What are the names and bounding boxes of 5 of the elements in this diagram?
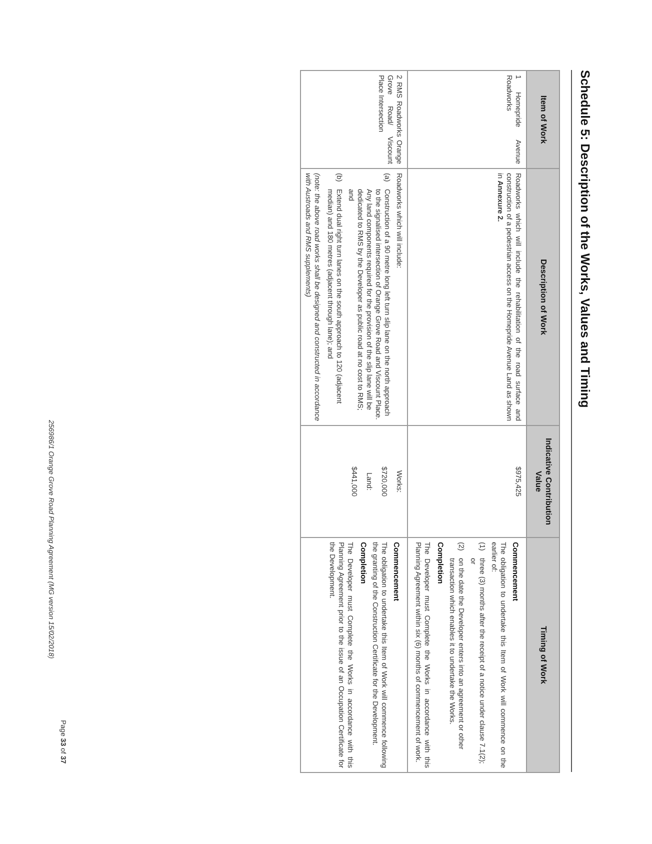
column-header: Item of Work: [526, 70, 560, 168]
column-header: Indicative Contribution Value: [526, 426, 560, 538]
column-header: Timing of Work: [526, 538, 560, 772]
page-title: Schedule 5: Description of the Works, Values and Timing: [578, 70, 592, 408]
column-header: Description of Work: [526, 168, 560, 426]
